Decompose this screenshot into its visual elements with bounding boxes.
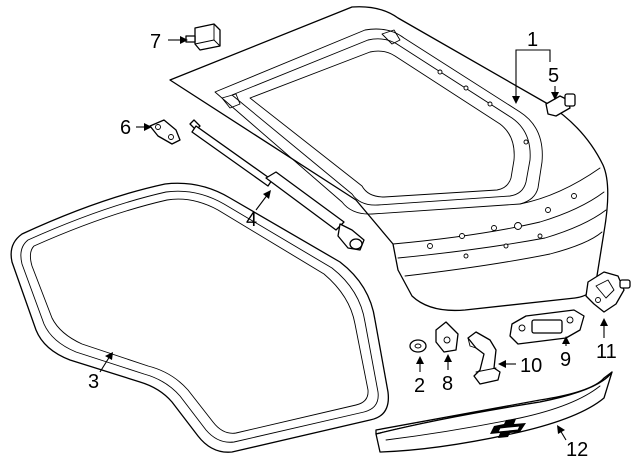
part-7-clip[interactable]: [185, 23, 221, 51]
part-3-weatherstrip[interactable]: [10, 182, 390, 453]
callout-5: 5: [548, 65, 559, 87]
part-11-latch[interactable]: [585, 271, 631, 313]
part-5-bumper[interactable]: [545, 93, 576, 117]
part-8-bracket[interactable]: [435, 321, 459, 353]
callout-11: 11: [596, 341, 617, 363]
part-4-strut[interactable]: [189, 119, 365, 251]
part-2-washer[interactable]: [409, 339, 427, 353]
callout-12: 12: [566, 439, 588, 461]
callout-3: 3: [88, 371, 99, 393]
callout-7: 7: [150, 31, 161, 53]
callout-6: 6: [120, 117, 131, 139]
callout-4: 4: [246, 209, 257, 231]
part-12-applique[interactable]: [375, 371, 613, 453]
callout-1: 1: [527, 29, 538, 51]
callout-9: 9: [560, 349, 571, 371]
part-9-lamp-housing[interactable]: [509, 309, 585, 345]
leader-lines: [99, 36, 608, 441]
part-6-bracket[interactable]: [149, 119, 181, 145]
callout-10: 10: [520, 355, 542, 377]
callout-2: 2: [414, 375, 425, 397]
callout-8: 8: [442, 373, 453, 395]
part-10-handle[interactable]: [467, 331, 501, 385]
part-1-liftgate[interactable]: [169, 6, 609, 312]
